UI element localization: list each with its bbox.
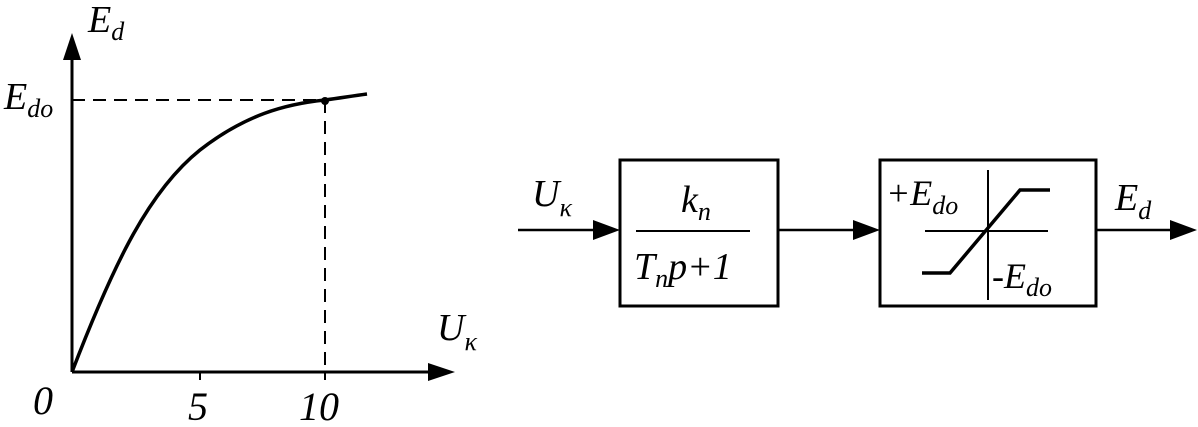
x-tick-label-5: 5: [188, 384, 208, 427]
y-axis-arrowhead: [63, 33, 81, 60]
saturation-upper-label: +Edo: [886, 173, 958, 220]
transfer-function-block: [618, 158, 780, 308]
x-axis-label: Uκ: [437, 307, 477, 356]
transfer-numerator: kn: [681, 179, 711, 226]
saturation-block: [878, 158, 1098, 308]
input-label: Uκ: [532, 173, 572, 222]
input-arrowhead: [593, 220, 620, 240]
characteristic-graph: Ed Edo Uκ 0 5 10: [3, 0, 477, 427]
saturation-point: [321, 97, 329, 105]
output-label: Ed: [1114, 177, 1152, 225]
y-axis-label: Ed: [87, 0, 125, 46]
saturation-lower-label: -Edo: [992, 256, 1052, 302]
x-tick-label-10: 10: [299, 384, 339, 427]
middle-arrowhead: [853, 220, 880, 240]
transfer-denominator: Tnp+1: [634, 246, 732, 293]
output-arrowhead: [1170, 220, 1197, 240]
x-axis-arrowhead: [428, 363, 455, 381]
saturation-curve: [70, 92, 368, 373]
origin-label: 0: [33, 378, 53, 423]
y-tick-label-edo: Edo: [3, 76, 53, 123]
saturation-characteristic: [922, 188, 1050, 275]
block-diagram: Uκ kn Tnp+1 +Edo -Edo Ed: [518, 158, 1197, 308]
